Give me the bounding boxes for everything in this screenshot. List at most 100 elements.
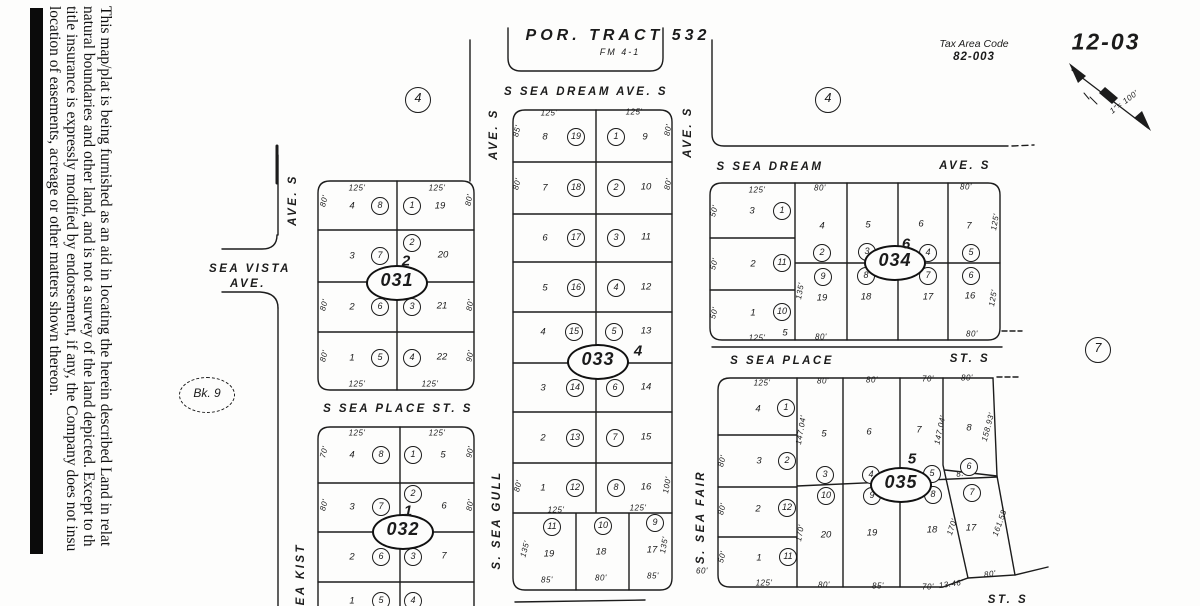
- street-label: ST. S: [949, 353, 991, 365]
- old-lot-number: 7: [542, 182, 548, 194]
- lot-number-circle: 2: [813, 244, 831, 262]
- street-label-vertical: S. SEA KIST: [295, 542, 307, 606]
- old-lot-number: 1: [756, 552, 762, 564]
- lot-number-circle: 4: [403, 349, 421, 367]
- street-label: S SEA DREAM: [716, 161, 824, 173]
- old-lot-number: 4: [755, 403, 761, 415]
- lot-number-circle: 19: [567, 128, 585, 146]
- tax-area-code-label: Tax Area Code: [939, 38, 1009, 50]
- old-lot-number: 1: [750, 307, 756, 319]
- old-lot-number: 20: [437, 249, 449, 261]
- lot-number-circle: 17: [567, 229, 585, 247]
- tax-area-code-value: 82-003: [953, 51, 995, 63]
- dimension-label: 70': [922, 582, 934, 592]
- old-lot-number: 5: [782, 327, 788, 339]
- old-lot-number: 3: [756, 455, 762, 467]
- old-lot-number: 6: [918, 218, 924, 230]
- old-lot-number: 17: [922, 291, 934, 303]
- old-lot-number: 5: [542, 282, 548, 294]
- lot-number-circle: 7: [963, 484, 981, 502]
- dimension-label: 125': [348, 183, 366, 193]
- old-lot-number: 21: [436, 300, 448, 312]
- old-lot-number: 18: [595, 546, 607, 558]
- old-lot-number: 10: [640, 181, 652, 193]
- old-lot-number: 4: [819, 220, 825, 232]
- lot-number-circle: 2: [778, 452, 796, 470]
- avenue-line: [711, 39, 1009, 147]
- parcel-block-ellipse: 034: [864, 245, 926, 281]
- dimension-label: 85': [541, 575, 553, 585]
- dimension-label: 80': [818, 580, 830, 590]
- old-lot-number: 4: [349, 449, 355, 461]
- old-lot-number: 5: [865, 219, 871, 231]
- dimension-label: 125': [421, 379, 439, 389]
- lot-number-circle: 8: [607, 479, 625, 497]
- dimension-label: 70': [922, 374, 934, 384]
- old-lot-number: 1: [540, 482, 546, 494]
- old-lot-number: 2: [540, 432, 546, 444]
- lot-number-circle: 6: [371, 298, 389, 316]
- old-lot-number: 8: [966, 422, 972, 434]
- dimension-label: 125': [547, 505, 565, 515]
- old-lot-number: 19: [434, 200, 446, 212]
- old-lot-number: 16: [964, 290, 976, 302]
- street-label: S SEA PLACE ST. S: [323, 403, 473, 415]
- lot-number-circle: 14: [566, 379, 584, 397]
- adjacent-block-ref-circle: 4: [405, 87, 431, 113]
- lot-number-circle: 6: [372, 548, 390, 566]
- page-number: 12-03: [1071, 28, 1141, 55]
- lot-number-circle: 3: [607, 229, 625, 247]
- lot-number-circle: 7: [606, 429, 624, 447]
- lot-number-circle: 2: [404, 485, 422, 503]
- lot-number-circle: 10: [773, 303, 791, 321]
- dimension-label: 85': [872, 581, 884, 591]
- street-label-vertical: S. SEA FAIR: [695, 469, 707, 565]
- tract-boundary-north: [507, 27, 664, 72]
- old-lot-number: 3: [749, 205, 755, 217]
- adjacent-block-ref-circle: 7: [1085, 337, 1111, 363]
- lot-number-circle: 1: [777, 399, 795, 417]
- old-lot-number: 5: [440, 449, 446, 461]
- old-lot-number: 9: [642, 131, 648, 143]
- dimension-label: 80': [817, 376, 829, 386]
- lot-number-circle: 12: [566, 479, 584, 497]
- lot-number-circle: 11: [773, 254, 791, 272]
- map-subtitle: FM 4-1: [599, 47, 641, 57]
- old-lot-number: 1: [349, 595, 355, 606]
- old-lot-number: 1: [349, 352, 355, 364]
- block-034-outline: [709, 182, 1001, 341]
- old-lot-number: 6: [542, 232, 548, 244]
- lot-number-circle: 18: [567, 179, 585, 197]
- block-033-outline: [512, 109, 673, 591]
- lot-number-circle: 1: [773, 202, 791, 220]
- lot-number-circle: 7: [919, 267, 937, 285]
- avenue-line-dashed: [1011, 144, 1035, 147]
- street-line-dashed: [996, 330, 1023, 378]
- block-number: 2: [401, 252, 411, 270]
- dimension-label: 80': [961, 373, 973, 383]
- lot-number-circle: 2: [403, 234, 421, 252]
- old-lot-number: 12: [640, 281, 652, 293]
- lot-number-circle: 8: [371, 197, 389, 215]
- old-lot-number: 17: [646, 544, 658, 556]
- lot-number-circle: 5: [962, 244, 980, 262]
- block-number: 5: [907, 450, 917, 468]
- old-lot-number: 2: [755, 503, 761, 515]
- lot-number-circle: 7: [371, 247, 389, 265]
- dimension-label: 80': [983, 568, 997, 580]
- dimension-label: 80': [814, 183, 826, 193]
- lot-number-circle: 1: [403, 197, 421, 215]
- old-lot-number: 4: [540, 326, 546, 338]
- lot-number-circle: 2: [607, 179, 625, 197]
- lot-number-circle: 8: [372, 446, 390, 464]
- lot-number-circle: 1: [607, 128, 625, 146]
- old-lot-number: 6: [441, 500, 447, 512]
- old-lot-number: 15: [640, 431, 652, 443]
- old-lot-number: 2: [349, 551, 355, 563]
- old-lot-number: 7: [916, 424, 922, 436]
- dimension-label: 80': [866, 375, 878, 385]
- old-lot-number: 20: [820, 529, 832, 541]
- lot-number-circle: 4: [607, 279, 625, 297]
